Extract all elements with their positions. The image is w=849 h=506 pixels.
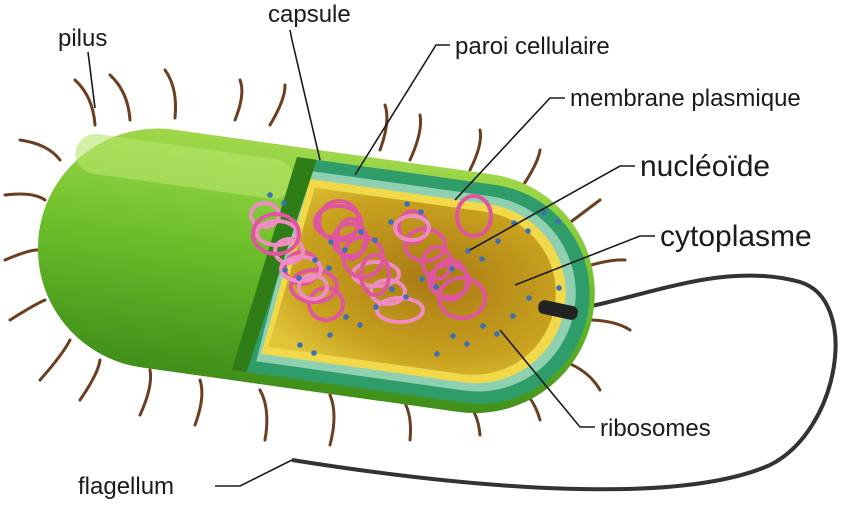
- pilus: [408, 113, 422, 162]
- pilus: [328, 393, 336, 447]
- ribosomes-group: [267, 192, 562, 357]
- ribosome: [555, 218, 561, 224]
- ribosome: [418, 209, 424, 215]
- label-flagellum: flagellum: [78, 473, 174, 500]
- ribosome: [267, 192, 273, 198]
- ribosome: [372, 237, 378, 243]
- ribosome: [327, 332, 333, 338]
- ribosome: [328, 239, 334, 245]
- leader-membrane: [454, 97, 565, 201]
- ribosome: [419, 276, 425, 282]
- ribosome: [312, 257, 318, 263]
- nucleoid: [249, 194, 493, 324]
- ribosome: [434, 351, 440, 357]
- ribosome: [510, 313, 516, 319]
- ribosome: [326, 265, 332, 271]
- ribosome: [343, 314, 349, 320]
- leader-flagellum: [215, 459, 293, 487]
- ribosome: [357, 322, 363, 328]
- label-membrane: membrane plasmique: [570, 85, 801, 112]
- pilus: [268, 83, 287, 127]
- ribosome: [389, 286, 395, 292]
- ribosome: [404, 201, 410, 207]
- pilus: [38, 338, 72, 382]
- ribosome: [281, 200, 287, 206]
- ribosome: [556, 285, 562, 291]
- label-capsule: capsule: [268, 1, 351, 28]
- leader-paroi: [354, 44, 450, 176]
- label-cytoplasme: cytoplasme: [660, 220, 812, 253]
- pilus: [138, 368, 152, 417]
- ribosome: [297, 342, 303, 348]
- ribosome: [403, 294, 409, 300]
- pilus: [193, 378, 204, 427]
- pilus: [3, 248, 42, 262]
- pilus: [78, 358, 102, 402]
- ribosome: [311, 350, 317, 356]
- dna-loop: [437, 276, 487, 320]
- pilus: [3, 192, 47, 202]
- leader-nucleoide: [469, 165, 635, 251]
- dna-loop: [455, 194, 493, 238]
- ribosome: [388, 219, 394, 225]
- ribosome: [465, 248, 471, 254]
- pilus: [73, 78, 97, 127]
- leader-pilus: [87, 51, 96, 109]
- label-paroi: paroi cellulaire: [455, 33, 610, 60]
- leader-capsule: [289, 29, 321, 161]
- dna-loop: [359, 253, 391, 297]
- ribosome: [450, 333, 456, 339]
- dna-loop: [297, 273, 329, 301]
- capsule-highlight: [75, 133, 294, 199]
- ribosome: [433, 284, 439, 290]
- dna-loop: [331, 222, 369, 258]
- dna-loop: [375, 296, 425, 324]
- pilus: [233, 78, 244, 122]
- ribosome: [525, 228, 531, 234]
- ribosome: [358, 229, 364, 235]
- dna-loop: [393, 214, 431, 242]
- ribosome: [479, 256, 485, 262]
- pilus: [258, 388, 269, 442]
- dna-loop: [251, 212, 301, 256]
- label-pilus: pilus: [58, 25, 107, 52]
- flagellum: [291, 273, 838, 492]
- ribosome: [526, 295, 532, 301]
- pilus: [8, 298, 47, 322]
- pilus: [108, 73, 132, 122]
- label-nucleoide: nucléoïde: [640, 150, 770, 183]
- pilus: [468, 128, 482, 172]
- ribosome: [495, 238, 501, 244]
- pilus: [163, 68, 177, 120]
- dna-loop: [421, 245, 453, 281]
- ribosome: [296, 275, 302, 281]
- ribosome: [541, 210, 547, 216]
- dna-loop: [313, 204, 363, 240]
- ribosome: [282, 267, 288, 273]
- flagellum-hook: [538, 300, 578, 320]
- pilus: [378, 103, 389, 152]
- ribosome: [449, 266, 455, 272]
- dna-loop: [273, 237, 305, 265]
- pilus: [18, 138, 62, 162]
- ribosome: [494, 331, 500, 337]
- dna-loop: [289, 268, 339, 304]
- leader-ribosomes: [499, 329, 595, 428]
- ribosome: [373, 304, 379, 310]
- leader-cytoplasme: [514, 235, 655, 286]
- ribosome: [464, 341, 470, 347]
- cut-edge: [231, 156, 317, 373]
- label-ribosomes: ribosomes: [600, 415, 711, 442]
- ribosome: [342, 247, 348, 253]
- dna-loop: [427, 263, 471, 299]
- ribosome: [480, 323, 486, 329]
